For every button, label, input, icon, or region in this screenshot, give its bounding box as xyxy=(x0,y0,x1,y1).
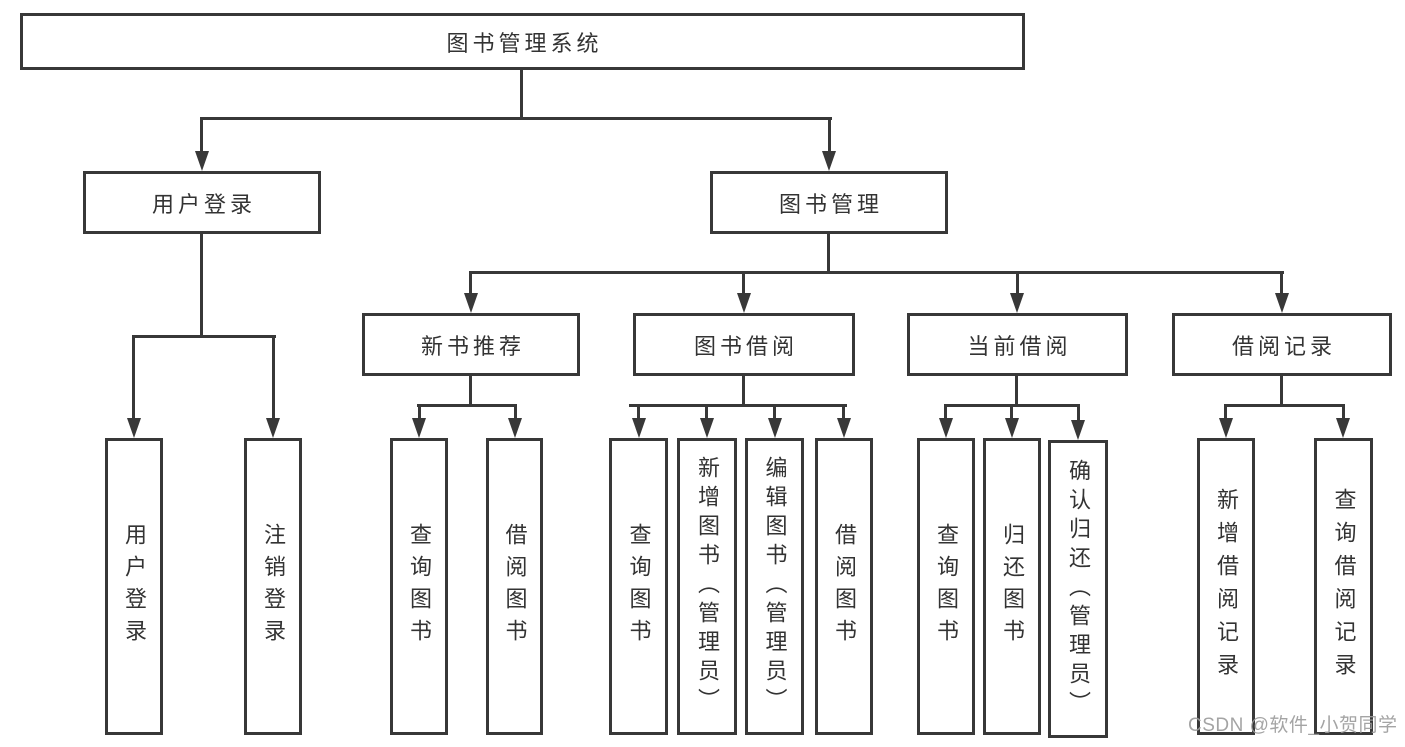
leaf-label: 查询图书 xyxy=(934,522,959,651)
edge-line xyxy=(705,404,708,420)
arrowhead-down-icon xyxy=(1336,418,1350,438)
edge-line xyxy=(1224,404,1345,407)
arrowhead-down-icon xyxy=(632,418,646,438)
arrowhead-down-icon xyxy=(1219,418,1233,438)
edge-line xyxy=(417,404,517,407)
leaf-label: 新增借阅记录 xyxy=(1214,487,1239,686)
leaf-label: 编辑图书（管理员） xyxy=(762,456,788,717)
arrowhead-down-icon xyxy=(768,418,782,438)
edge-line xyxy=(200,234,203,337)
node-label: 当前借阅 xyxy=(967,333,1072,359)
leaf-records-query-borrow-record: 查询借阅记录 xyxy=(1314,438,1373,735)
leaf-recommend-borrow-books: 借阅图书 xyxy=(486,438,543,735)
edge-line xyxy=(418,404,421,420)
node-borrowing-records: 借阅记录 xyxy=(1172,313,1392,376)
node-root-library-management-system: 图书管理系统 xyxy=(20,13,1025,70)
edge-line xyxy=(200,117,832,120)
arrowhead-down-icon xyxy=(1275,293,1289,313)
leaf-current-return-books: 归还图书 xyxy=(983,438,1041,735)
edge-line xyxy=(132,335,135,419)
arrowhead-down-icon xyxy=(837,418,851,438)
node-label: 借阅记录 xyxy=(1231,333,1336,359)
leaf-borrowing-query-books: 查询图书 xyxy=(609,438,668,735)
arrowhead-down-icon xyxy=(412,418,426,438)
node-label: 图书管理 xyxy=(778,191,883,217)
node-new-book-recommendation: 新书推荐 xyxy=(362,313,580,376)
edge-line xyxy=(514,404,517,420)
leaf-borrowing-borrow-books: 借阅图书 xyxy=(815,438,873,735)
edge-line xyxy=(1342,404,1345,420)
leaf-label: 查询图书 xyxy=(626,522,652,651)
edge-line xyxy=(828,117,831,152)
arrowhead-down-icon xyxy=(464,293,478,313)
edge-line xyxy=(637,404,640,420)
arrowhead-down-icon xyxy=(127,418,141,438)
edge-line xyxy=(629,404,847,407)
leaf-records-add-borrow-record: 新增借阅记录 xyxy=(1197,438,1255,735)
node-label: 用户登录 xyxy=(151,191,256,217)
arrowhead-down-icon xyxy=(1071,420,1085,440)
node-label: 新书推荐 xyxy=(420,333,525,359)
leaf-current-confirm-return-admin: 确认归还（管理员） xyxy=(1048,440,1108,738)
leaf-user-login: 用户登录 xyxy=(105,438,163,735)
arrowhead-down-icon xyxy=(822,151,836,171)
arrowhead-down-icon xyxy=(939,418,953,438)
leaf-label: 借阅图书 xyxy=(832,522,857,651)
edge-line xyxy=(1224,404,1227,420)
leaf-label: 用户登录 xyxy=(122,522,147,651)
leaf-label: 查询图书 xyxy=(407,522,432,651)
leaf-label: 确认归还（管理员） xyxy=(1066,458,1091,720)
node-label: 图书管理系统 xyxy=(446,30,603,56)
edge-line xyxy=(469,271,472,294)
arrowhead-down-icon xyxy=(737,293,751,313)
node-user-login: 用户登录 xyxy=(83,171,321,234)
arrowhead-down-icon xyxy=(1010,293,1024,313)
leaf-borrowing-edit-books-admin: 编辑图书（管理员） xyxy=(745,438,804,735)
edge-line xyxy=(842,404,845,420)
leaf-recommend-query-books: 查询图书 xyxy=(390,438,448,735)
arrowhead-down-icon xyxy=(266,418,280,438)
watermark: CSDN @软件_小贺同学 xyxy=(1188,715,1398,736)
edge-line xyxy=(1280,271,1283,294)
edge-line xyxy=(469,376,472,406)
edge-line xyxy=(1077,404,1080,422)
edge-line xyxy=(1010,404,1013,420)
leaf-logout: 注销登录 xyxy=(244,438,302,735)
edge-line xyxy=(272,335,275,419)
leaf-label: 新增图书（管理员） xyxy=(695,456,720,717)
node-current-borrowing: 当前借阅 xyxy=(907,313,1128,376)
edge-line xyxy=(520,70,523,118)
edge-line xyxy=(1280,376,1283,406)
leaf-label: 归还图书 xyxy=(1000,522,1025,651)
leaf-label: 借阅图书 xyxy=(502,522,528,651)
leaf-label: 注销登录 xyxy=(261,522,286,651)
arrowhead-down-icon xyxy=(1005,418,1019,438)
edge-line xyxy=(944,404,947,420)
leaf-label: 查询借阅记录 xyxy=(1331,487,1357,686)
edge-line xyxy=(827,234,830,273)
arrowhead-down-icon xyxy=(508,418,522,438)
node-book-management: 图书管理 xyxy=(710,171,948,234)
edge-line xyxy=(1015,376,1018,406)
leaf-borrowing-add-books-admin: 新增图书（管理员） xyxy=(677,438,737,735)
leaf-current-query-books: 查询图书 xyxy=(917,438,975,735)
edge-line xyxy=(200,117,203,152)
edge-line xyxy=(132,335,276,338)
edge-line xyxy=(1016,271,1019,294)
edge-line xyxy=(469,271,1284,274)
edge-line xyxy=(742,271,745,294)
arrowhead-down-icon xyxy=(195,151,209,171)
node-label: 图书借阅 xyxy=(693,333,798,359)
arrowhead-down-icon xyxy=(700,418,714,438)
edge-line xyxy=(773,404,776,420)
node-book-borrowing: 图书借阅 xyxy=(633,313,855,376)
edge-line xyxy=(742,376,745,406)
